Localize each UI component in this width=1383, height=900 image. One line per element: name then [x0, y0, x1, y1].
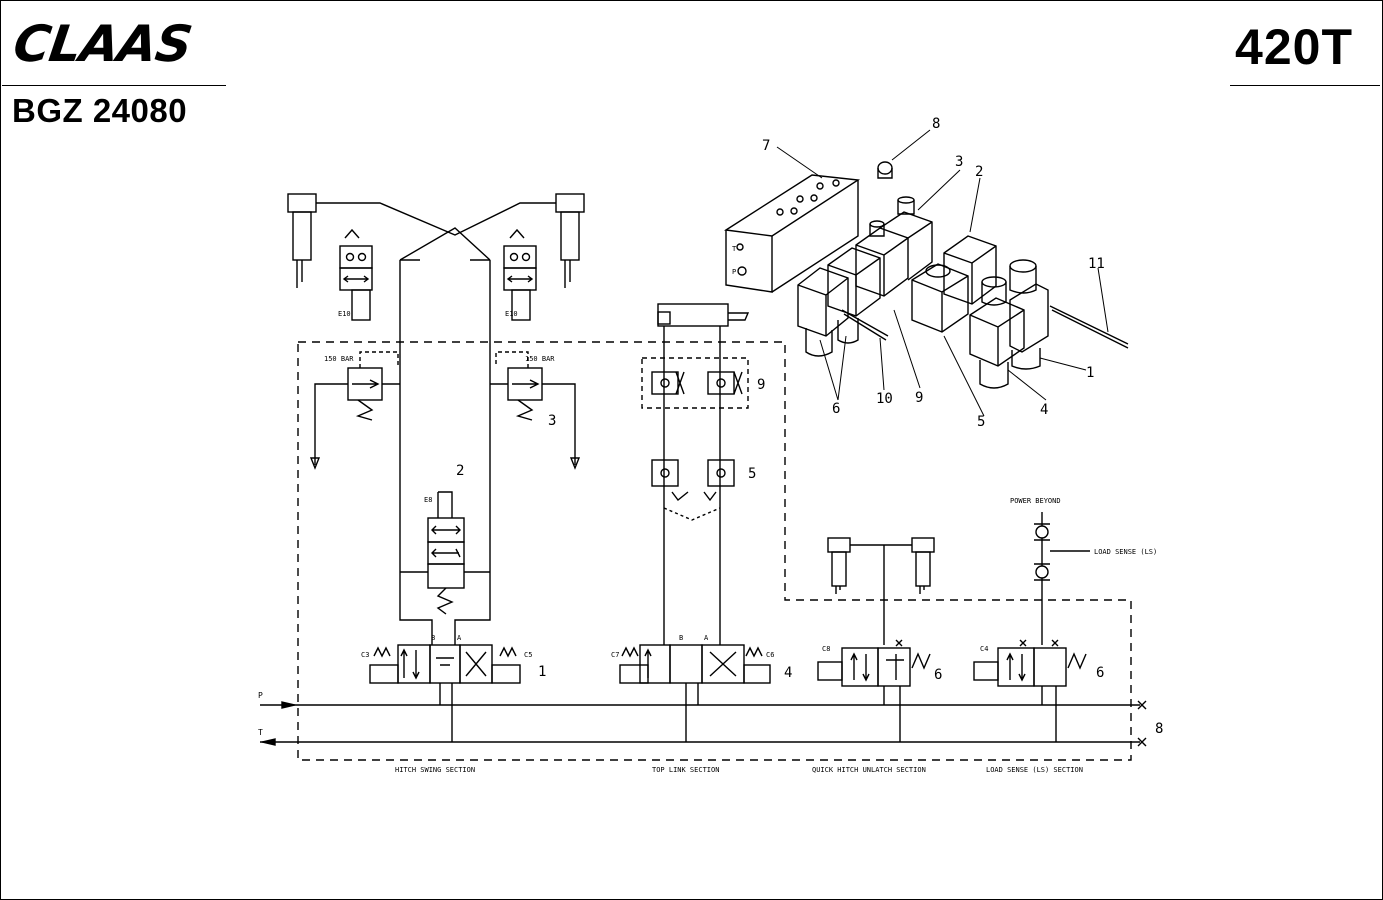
rod-part-11 [1049, 305, 1129, 349]
load-sense-label: LOAD SENSE (LS) [1094, 548, 1157, 556]
hitch-swing-control-valve [369, 644, 521, 742]
port-p-label: P [258, 691, 263, 700]
pressure-setting-left: 150 BAR [324, 355, 354, 363]
right-lock-valve [503, 228, 537, 321]
coil-c8: C8 [822, 645, 830, 653]
exploded-callout-11: 11 [1088, 256, 1105, 272]
quick-hitch-cylinders [827, 537, 935, 645]
tank-line [260, 738, 1140, 746]
manifold-block [724, 174, 861, 293]
top-link-section: 9 5 C7 C6 B A 4 TOP LINK SECTION [611, 303, 792, 774]
left-swing-cylinder [287, 193, 556, 288]
load-sense-control-valve [973, 639, 1087, 742]
port-a-label-2: A [704, 634, 709, 642]
exploded-callout-9: 9 [915, 390, 923, 406]
exploded-callout-7: 7 [762, 138, 770, 154]
callout-6a: 6 [934, 667, 942, 683]
callout-9: 9 [757, 377, 765, 393]
relief-valve-right [490, 351, 581, 470]
flow-control-box [641, 357, 749, 409]
valve-cube-9 [827, 247, 881, 317]
coil-c5: C5 [524, 651, 532, 659]
left-lock-valve [339, 228, 373, 321]
callout-1: 1 [538, 664, 546, 680]
valve-cube-2 [943, 235, 997, 305]
callout-3: 3 [548, 413, 556, 429]
section-label-hitch-swing: HITCH SWING SECTION [395, 766, 475, 774]
work-lines [399, 260, 491, 645]
exploded-callout-1: 1 [1086, 365, 1094, 381]
valve-block-boundary [297, 341, 1132, 761]
model-number: 420T [1235, 19, 1353, 75]
top-link-control-valve [619, 644, 771, 742]
callout-5: 5 [748, 466, 756, 482]
right-swing-cylinder [555, 193, 585, 288]
power-beyond-check-valves [1034, 512, 1090, 645]
header-rule-right [1230, 85, 1380, 86]
valve-cube-3 [855, 196, 933, 297]
port-b-label-1: B [431, 634, 435, 642]
top-link-check-valves [651, 459, 735, 521]
plug-p [1137, 700, 1147, 710]
power-beyond-label: POWER BEYOND [1010, 497, 1061, 505]
callout-8-schematic: 8 [1155, 721, 1163, 737]
exploded-callout-6: 6 [832, 401, 840, 417]
callout-6b: 6 [1096, 665, 1104, 681]
cross-over-lines [399, 227, 491, 261]
rod-part-10 [841, 309, 889, 341]
coil-e10-left: E10 [338, 310, 351, 318]
coil-e10-right: E10 [505, 310, 518, 318]
exploded-callout-8: 8 [932, 116, 940, 132]
coil-e8: E8 [424, 496, 432, 504]
quick-hitch-section: C8 6 QUICK HITCH UNLATCH SECTION [812, 537, 942, 774]
coil-c6: C6 [766, 651, 774, 659]
manifold-port-t: T [732, 245, 737, 253]
quick-hitch-control-valve [817, 639, 931, 742]
callout-2: 2 [456, 463, 464, 479]
pressure-line [260, 701, 1140, 709]
exploded-callout-2: 2 [975, 164, 983, 180]
flow-control-valves [651, 371, 743, 395]
section-label-load-sense: LOAD SENSE (LS) SECTION [986, 766, 1083, 774]
port-b-label-2: B [679, 634, 683, 642]
exploded-callout-4: 4 [1040, 402, 1048, 418]
exploded-callout-3: 3 [955, 154, 963, 170]
coil-c7: C7 [611, 651, 619, 659]
plug-part-8 [877, 161, 893, 179]
section-label-quick-hitch: QUICK HITCH UNLATCH SECTION [812, 766, 926, 774]
manifold-port-p: P [732, 268, 736, 276]
plug-t [1137, 737, 1147, 747]
exploded-callout-5: 5 [977, 414, 985, 430]
document-id: BGZ 24080 [12, 92, 188, 129]
coil-c3: C3 [361, 651, 369, 659]
header-rule-left [2, 85, 226, 86]
coil-c4: C4 [980, 645, 988, 653]
top-link-cylinder [657, 303, 750, 327]
callout-4: 4 [784, 665, 792, 681]
callout-leaders [776, 129, 1109, 417]
relief-valve-left [309, 351, 400, 470]
valve-cube-1 [1009, 259, 1049, 370]
port-t-label: T [258, 728, 263, 737]
port-a-label-1: A [457, 634, 462, 642]
valve-cube-5 [911, 263, 969, 333]
load-sense-section: POWER BEYOND LOAD SENSE (LS) C4 6 LOAD S… [973, 497, 1163, 774]
valve-cube-4 [969, 276, 1025, 389]
hitch-swing-section: E10 E10 150 BAR 150 BAR [287, 193, 585, 774]
exploded-valve-assembly: T P [724, 116, 1129, 430]
exploded-callout-10: 10 [876, 391, 893, 407]
diverter-valve [400, 491, 490, 615]
valve-cube-6 [797, 267, 859, 357]
section-label-top-link: TOP LINK SECTION [652, 766, 719, 774]
pressure-setting-right: 150 BAR [525, 355, 555, 363]
